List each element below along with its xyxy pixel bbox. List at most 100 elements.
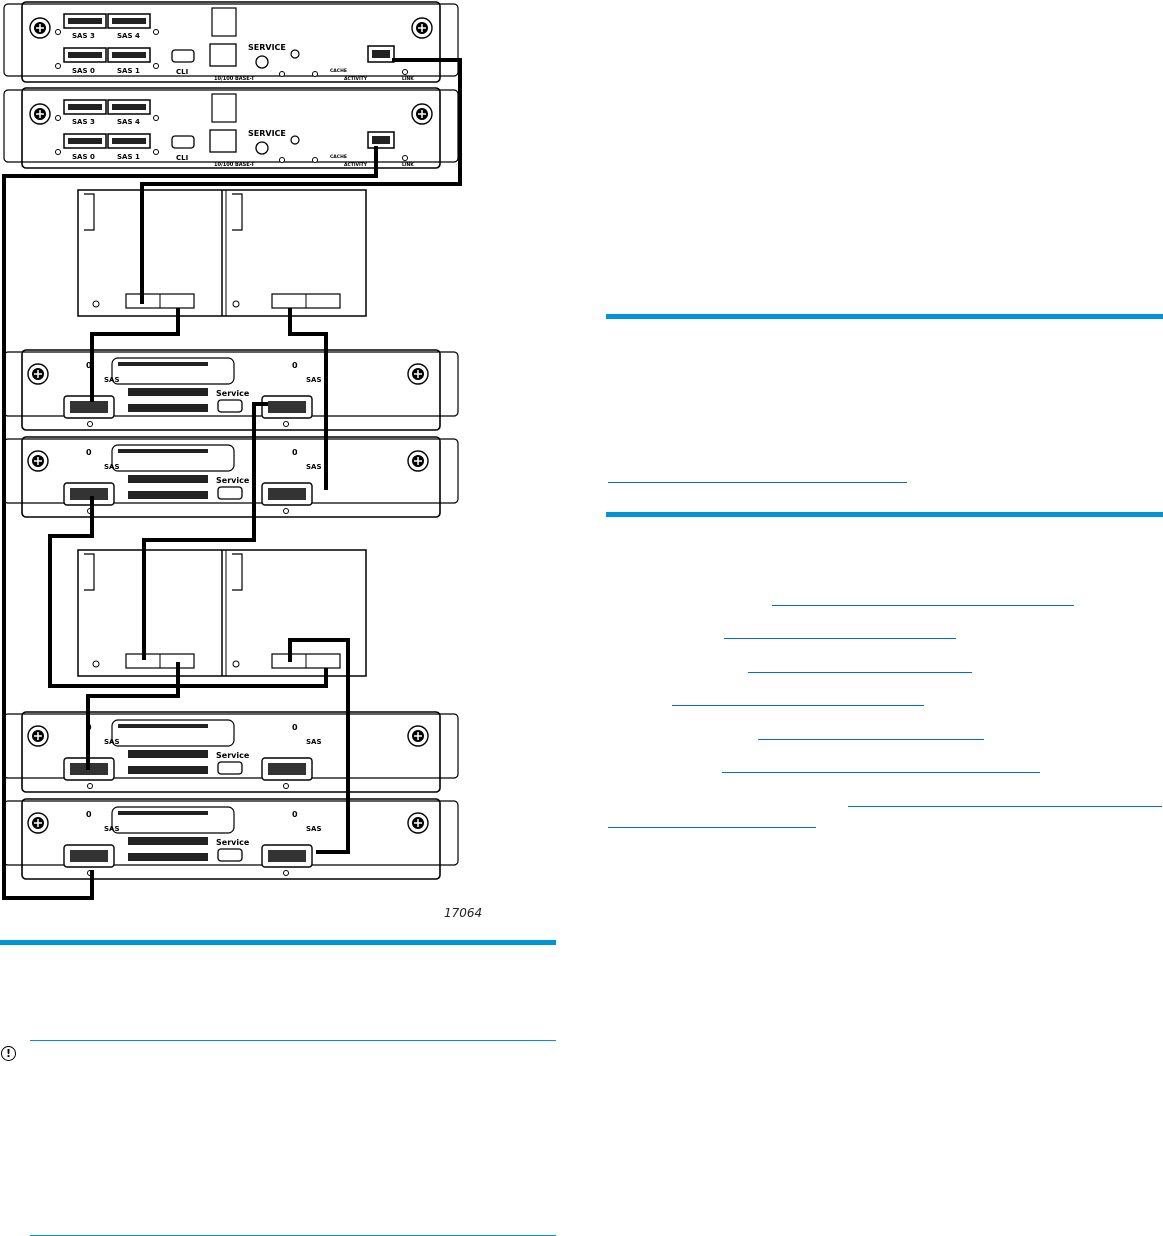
led bbox=[153, 115, 159, 121]
service-button bbox=[255, 141, 269, 155]
sas-port-inner bbox=[112, 52, 146, 58]
led bbox=[402, 69, 408, 75]
iom-sas-out-inner bbox=[268, 763, 306, 775]
label-plate bbox=[111, 357, 235, 385]
section-rule-top bbox=[606, 314, 1163, 319]
link-underline[interactable] bbox=[748, 672, 972, 673]
link-underline[interactable] bbox=[608, 482, 907, 483]
vent-row bbox=[128, 750, 208, 758]
sas-label: SAS bbox=[104, 738, 120, 746]
link-underline[interactable] bbox=[672, 705, 924, 706]
drawer-screw bbox=[232, 300, 240, 308]
link-underline[interactable] bbox=[772, 605, 1074, 606]
led bbox=[279, 157, 285, 163]
ethernet-port bbox=[209, 43, 237, 67]
sas-cable bbox=[288, 308, 328, 490]
service-button bbox=[255, 55, 269, 69]
sas-cable bbox=[86, 662, 180, 770]
vent-row bbox=[128, 837, 208, 845]
led bbox=[87, 783, 93, 789]
vent-row bbox=[128, 491, 208, 499]
sas4-label: SAS 4 bbox=[117, 32, 140, 40]
led bbox=[279, 71, 285, 77]
power-led bbox=[290, 135, 300, 145]
label-plate bbox=[111, 806, 235, 834]
iom-sas-in-inner bbox=[70, 850, 108, 862]
service-label: Service bbox=[216, 476, 250, 485]
vent-row bbox=[128, 388, 208, 396]
figure-number: 17064 bbox=[444, 906, 483, 920]
led bbox=[87, 421, 93, 427]
led bbox=[55, 115, 61, 121]
led bbox=[153, 149, 159, 155]
label-plate bbox=[111, 444, 235, 472]
link-underline[interactable] bbox=[722, 772, 1040, 773]
cli-port bbox=[171, 135, 195, 149]
cache-label: CACHE bbox=[330, 68, 347, 74]
led bbox=[283, 783, 289, 789]
drawer-handle bbox=[84, 553, 95, 591]
sas-port-inner bbox=[112, 138, 146, 144]
sas-cable bbox=[288, 638, 350, 854]
vent-row bbox=[118, 811, 208, 815]
drawer-screw bbox=[232, 660, 240, 668]
sas4-label: SAS 4 bbox=[117, 118, 140, 126]
iom-sas-in-inner bbox=[70, 401, 108, 413]
led bbox=[153, 63, 159, 69]
vent-row bbox=[128, 475, 208, 483]
link-underline[interactable] bbox=[758, 739, 984, 740]
vent-row bbox=[128, 766, 208, 774]
port-number: 0 bbox=[292, 448, 298, 457]
sas3-label: SAS 3 bbox=[72, 32, 95, 40]
vent-row bbox=[118, 724, 208, 728]
sas1-label: SAS 1 bbox=[117, 67, 140, 75]
sas-cable bbox=[90, 308, 180, 402]
service-label: Service bbox=[216, 389, 250, 398]
link-underline[interactable] bbox=[848, 806, 1162, 807]
link-underline[interactable] bbox=[608, 827, 816, 828]
ethernet-label: 10/100 BASE-T bbox=[214, 162, 255, 168]
drawer-screw bbox=[92, 660, 100, 668]
cable-layer bbox=[2, 58, 462, 900]
vent-row bbox=[128, 853, 208, 861]
port-number: 0 bbox=[292, 723, 298, 732]
activity-label: ACTIVITY bbox=[344, 76, 368, 82]
drawer-screw bbox=[92, 300, 100, 308]
led bbox=[55, 149, 61, 155]
sas-label: SAS bbox=[306, 825, 322, 833]
service-port bbox=[217, 399, 243, 413]
service-port bbox=[217, 486, 243, 500]
service-port bbox=[217, 848, 243, 862]
power-led bbox=[290, 49, 300, 59]
service-port bbox=[217, 761, 243, 775]
link-label: LINK bbox=[402, 162, 414, 168]
iom-sas-out-inner bbox=[268, 488, 306, 500]
sas-cable bbox=[140, 58, 462, 304]
led bbox=[283, 508, 289, 514]
eject-plate bbox=[211, 93, 237, 123]
sas-port-inner bbox=[68, 138, 102, 144]
led bbox=[55, 29, 61, 35]
important-rule-top bbox=[30, 1040, 556, 1041]
iom-sas-out-inner bbox=[268, 850, 306, 862]
service-label: Service bbox=[216, 838, 250, 847]
led bbox=[283, 421, 289, 427]
iom-sas-in-inner bbox=[70, 488, 108, 500]
eject-plate bbox=[211, 7, 237, 37]
label-plate bbox=[111, 719, 235, 747]
led bbox=[312, 71, 318, 77]
drawer-handle bbox=[232, 553, 243, 591]
cli-label: CLI bbox=[176, 68, 188, 76]
sas-label: SAS bbox=[104, 376, 120, 384]
led bbox=[402, 155, 408, 161]
section-rule-left bbox=[0, 940, 556, 945]
link-underline[interactable] bbox=[724, 638, 956, 639]
sas-port-inner bbox=[112, 104, 146, 110]
sas-label: SAS bbox=[306, 376, 322, 384]
port-number: 0 bbox=[86, 448, 92, 457]
ethernet-label: 10/100 BASE-T bbox=[214, 76, 255, 82]
cli-port bbox=[171, 49, 195, 63]
controller-faceplate bbox=[3, 3, 459, 77]
led bbox=[312, 157, 318, 163]
